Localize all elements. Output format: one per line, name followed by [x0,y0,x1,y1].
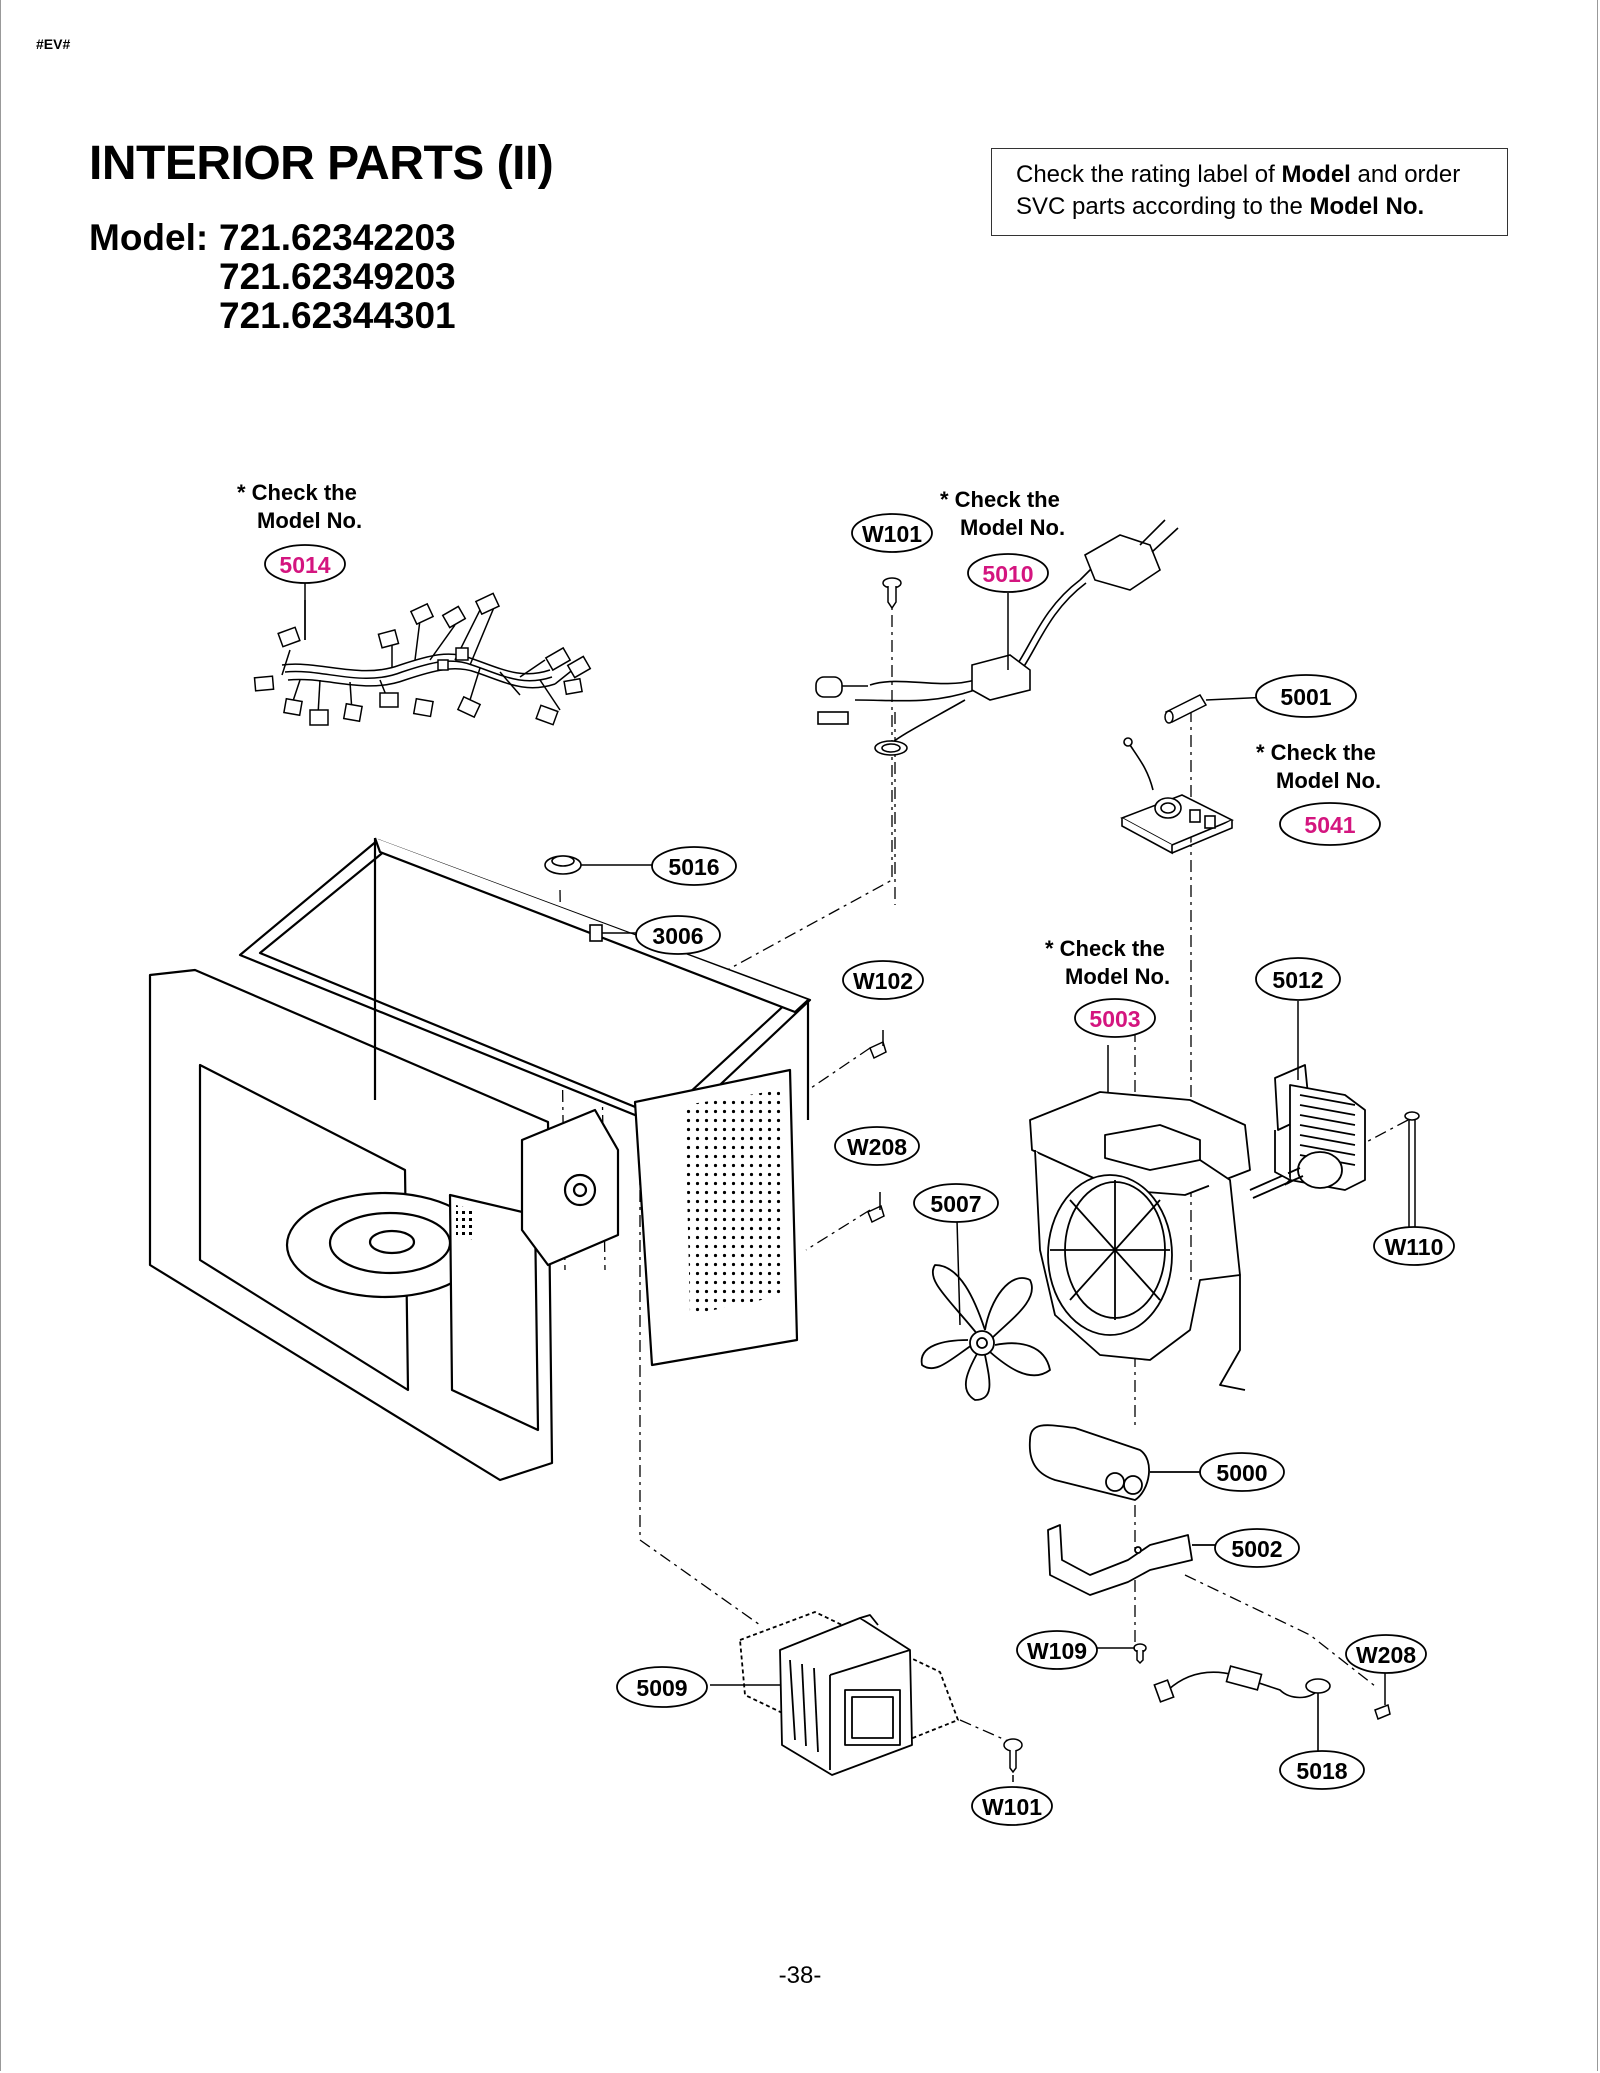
page-title: INTERIOR PARTS (II) [89,137,554,190]
mesh-area [456,1205,475,1240]
callout-w110: W110 [1385,1234,1444,1260]
note-check-5003-line2: Model No. [1065,964,1170,989]
callout-5000: 5000 [1216,1460,1267,1486]
screw-w101-bottom [1003,1738,1023,1774]
note-check-5010-line1: * Check the [940,487,1060,512]
hv-diode-5018 [1153,1665,1331,1755]
model-number: 721.62349203 [219,256,456,297]
screw-w102 [869,1030,887,1060]
thermostat-5016 [544,855,655,875]
screw-w101-top [882,577,902,610]
notice-bold-model-no: Model No. [1309,193,1425,220]
callout-5018: 5018 [1296,1758,1347,1784]
note-check-5003-line1: * Check the [1045,936,1165,961]
screw-w109 [1133,1643,1147,1665]
noise-filter-5041 [1120,737,1234,855]
fuse-5001 [1164,694,1271,724]
air-guide-5003 [1029,1091,1251,1391]
vent-perforation [685,1090,785,1315]
callout-ovals [264,513,1455,1826]
callout-5002: 5002 [1231,1536,1282,1562]
note-check-5041-line2: Model No. [1276,768,1381,793]
screw-w208-right [1374,1690,1391,1721]
notice-text: and order SVC parts according to the [1016,161,1461,220]
model-number: 721.62342203 [219,217,456,258]
callout-leaders [304,583,1419,1782]
power-cord-5010 [840,564,1096,749]
oven-cavity-frame [148,837,812,1482]
callout-w101-bottom: W101 [982,1794,1042,1820]
rating-label-notice: Check the rating label of Model and orde… [991,148,1508,236]
capacitor-5000 [1028,1424,1200,1501]
callout-5012: 5012 [1272,967,1323,993]
harness-connectors [253,592,592,726]
model-number: 721.62344301 [219,295,456,336]
model-label: Model: [89,217,209,258]
callout-5007: 5007 [930,1191,981,1217]
document-tag: #EV# [36,36,71,52]
callout-w208-right: W208 [1356,1642,1416,1668]
callout-5014: 5014 [279,552,330,578]
fan-motor-5012 [1249,1064,1366,1199]
wire-harness-5014 [281,600,576,716]
fan-blade-5007 [920,1264,1051,1401]
callout-w102: W102 [853,968,913,994]
callout-5016: 5016 [668,854,719,880]
magnetron-5009 [739,1611,959,1776]
screw-w110 [1404,1111,1420,1232]
note-check-5010-line2: Model No. [960,515,1065,540]
bracket-5002 [1047,1524,1215,1596]
callout-5009: 5009 [636,1675,687,1701]
callout-5001: 5001 [1280,684,1331,710]
screw-w208-left [867,1192,885,1224]
callout-w208-left: W208 [847,1134,907,1160]
power-cord-parts [815,519,1179,756]
note-check-5014-line2: Model No. [257,508,362,533]
notice-text: Check the rating label of [1016,161,1282,188]
notice-bold-model: Model [1281,161,1351,188]
callout-5010: 5010 [982,561,1033,587]
note-check-5014-line1: * Check the [237,480,357,505]
note-check-5041-line1: * Check the [1256,740,1376,765]
callout-3006: 3006 [652,923,703,949]
page-number: -38- [778,1962,822,1989]
model-list: Model:721.62342203 721.62349203 721.6234… [89,218,456,335]
callout-w109: W109 [1027,1638,1087,1664]
callout-5003: 5003 [1089,1006,1140,1032]
callout-5041: 5041 [1304,812,1355,838]
fuse-3006 [589,924,638,942]
callout-w101-top: W101 [862,521,922,547]
